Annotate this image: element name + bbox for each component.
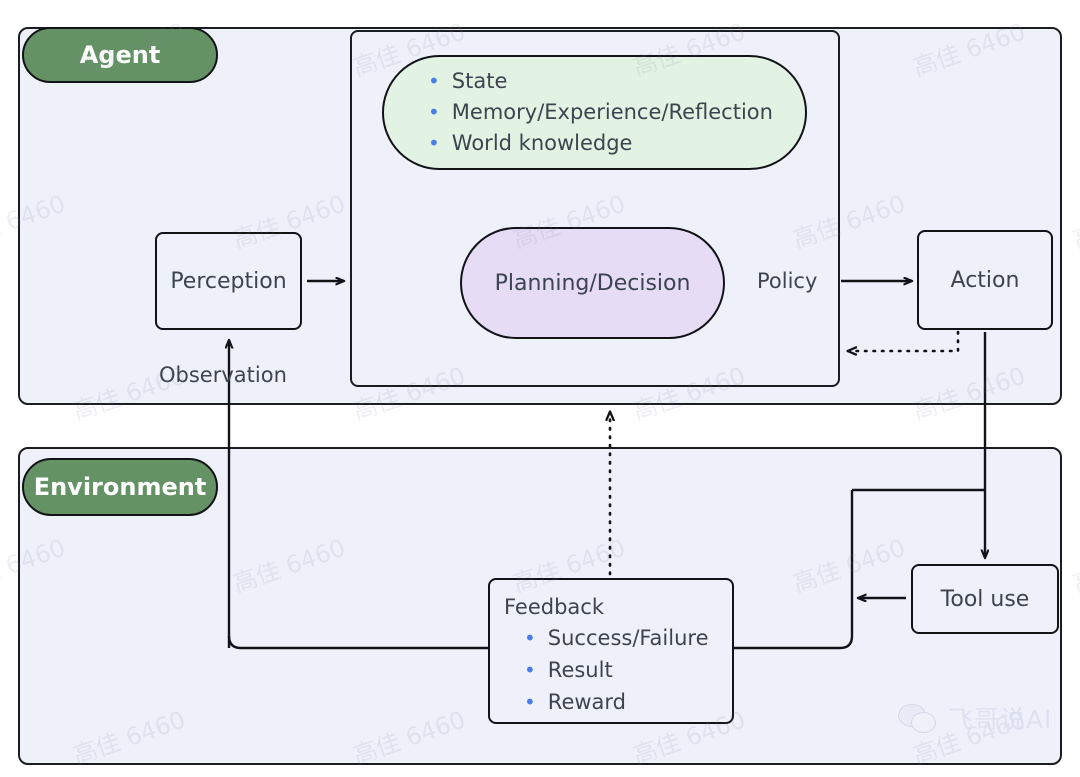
knowledge-item-label: Memory/Experience/Reflection [451,100,773,124]
observation-label: Observation [159,363,287,387]
knowledge-item: • Memory/Experience/Reflection [428,97,805,128]
wechat-icon [898,704,940,733]
knowledge-item-label: State [451,69,508,93]
bullet-icon: • [428,100,440,124]
feedback-title: Feedback [504,595,605,619]
bullet-icon: • [428,131,440,155]
feedback-item-label: Reward [547,690,627,714]
planning-decision-node: Planning/Decision [460,227,725,339]
feedback-item-label: Success/Failure [547,626,709,650]
feedback-item: • Result [504,654,732,686]
bullet-icon: • [524,626,536,650]
environment-badge: Environment [22,458,218,516]
logo-text: 飞哥说AI [948,705,1053,734]
feedback-item: • Success/Failure [504,622,732,654]
wechat-logo-watermark: 飞哥说AI [898,700,1052,736]
edge-bottom-rail [227,490,854,650]
agent-badge: Agent [22,27,218,83]
wechat-bubble-small [911,712,936,733]
policy-label: Policy [757,269,818,293]
bullet-icon: • [524,690,536,714]
edge-action-to-brain [848,330,960,351]
knowledge-item: • State [428,66,805,97]
tool-use-node: Tool use [911,564,1059,634]
knowledge-node: • State • Memory/Experience/Reflection •… [382,55,807,170]
perception-node: Perception [155,232,302,330]
action-node: Action [917,230,1053,330]
knowledge-item: • World knowledge [428,128,805,159]
bullet-icon: • [428,69,440,93]
bullet-icon: • [524,658,536,682]
feedback-item-label: Result [547,658,613,682]
feedback-node: Feedback • Success/Failure • Result • Re… [488,578,734,724]
knowledge-item-label: World knowledge [451,131,633,155]
feedback-item: • Reward [504,686,732,718]
